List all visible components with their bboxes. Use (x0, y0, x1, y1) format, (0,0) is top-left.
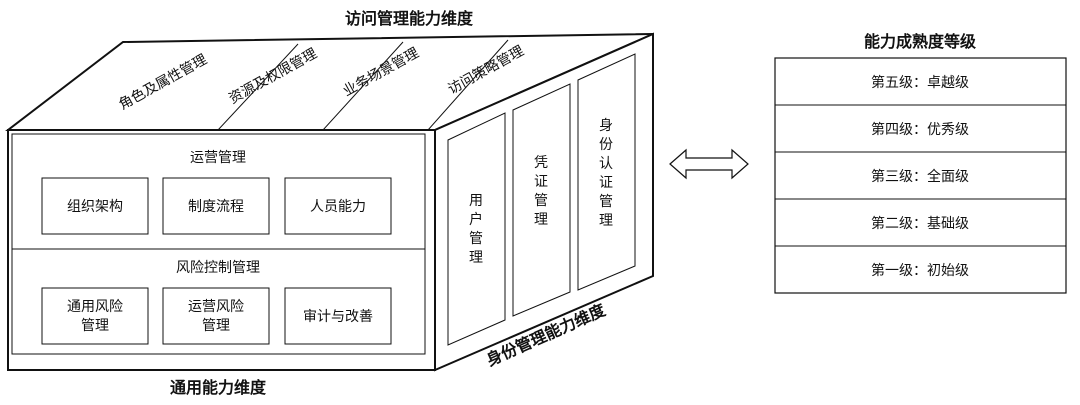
box-operational-risk (162, 287, 270, 345)
box-general-risk-line-1: 通用风险 (67, 299, 123, 315)
box-operational-risk-line-1: 运营风险 (188, 299, 244, 315)
box-audit-improvement (284, 287, 392, 345)
front-face: 运营管理 组织架构 制度流程 人员能力 风险控制管理 通用风险 管理 运营风险 … (7, 129, 436, 371)
top-divider-1 (217, 43, 299, 131)
side-item-credential-char-3: 管 (534, 193, 548, 209)
maturity-level-1: 第一级：初始级 (871, 262, 969, 279)
side-item-identity-auth-management (577, 53, 636, 291)
side-item-credential-management (512, 83, 571, 317)
side-item-identity-char-3: 认 (599, 156, 613, 172)
box-audit-improvement-label: 审计与改善 (303, 309, 373, 325)
box-operational-risk-line-2: 管理 (202, 318, 230, 334)
section-title-operations: 运营管理 (190, 150, 246, 166)
side-item-user-char-1: 用 (469, 193, 483, 209)
box-general-risk-line-2: 管理 (81, 318, 109, 334)
side-item-identity-char-5: 管 (599, 194, 613, 210)
side-item-user-management (447, 112, 506, 346)
side-item-credential-char-2: 证 (534, 174, 548, 190)
side-item-credential-char-1: 凭 (534, 155, 548, 171)
box-personnel-capability-label: 人员能力 (310, 199, 366, 215)
top-divider-3 (427, 39, 509, 131)
double-arrow-icon (669, 148, 749, 180)
side-item-user-char-4: 理 (469, 250, 483, 266)
top-face-title: 访问管理能力维度 (345, 9, 474, 28)
front-face-title: 通用能力维度 (170, 378, 267, 397)
top-divider-2 (322, 41, 404, 131)
box-personnel-capability (284, 177, 392, 235)
maturity-table (774, 57, 1067, 294)
side-item-identity-char-4: 证 (599, 175, 613, 191)
side-item-identity-char-1: 身 (599, 118, 613, 134)
side-item-identity-char-2: 份 (599, 137, 613, 153)
maturity-ladder: 能力成熟度等级 第五级：卓越级 第四级：优秀级 第三级：全面级 第二级：基础级 … (774, 32, 1067, 294)
maturity-level-3: 第三级：全面级 (871, 168, 969, 185)
top-face: 角色及属性管理 资源及权限管理 业务场景管理 访问策略管理 (5, 33, 654, 131)
side-item-user-char-2: 户 (469, 211, 483, 228)
side-face: 用 户 管 理 凭 证 管 理 身 份 认 证 管 理 身份管理能力维度 (434, 32, 654, 372)
side-item-user-char-3: 管 (469, 231, 483, 247)
maturity-level-4: 第四级：优秀级 (871, 121, 969, 138)
maturity-level-5: 第五级：卓越级 (871, 74, 969, 91)
box-org-structure (41, 177, 149, 235)
box-org-structure-label: 组织架构 (67, 199, 123, 215)
side-item-identity-char-6: 理 (599, 213, 613, 229)
maturity-level-2: 第二级：基础级 (871, 215, 969, 232)
section-title-risk-control: 风险控制管理 (176, 260, 260, 276)
box-policy-process-label: 制度流程 (188, 199, 244, 215)
box-policy-process (162, 177, 270, 235)
maturity-title: 能力成熟度等级 (864, 32, 977, 51)
box-general-risk (41, 287, 149, 345)
side-item-credential-char-4: 理 (534, 212, 548, 228)
